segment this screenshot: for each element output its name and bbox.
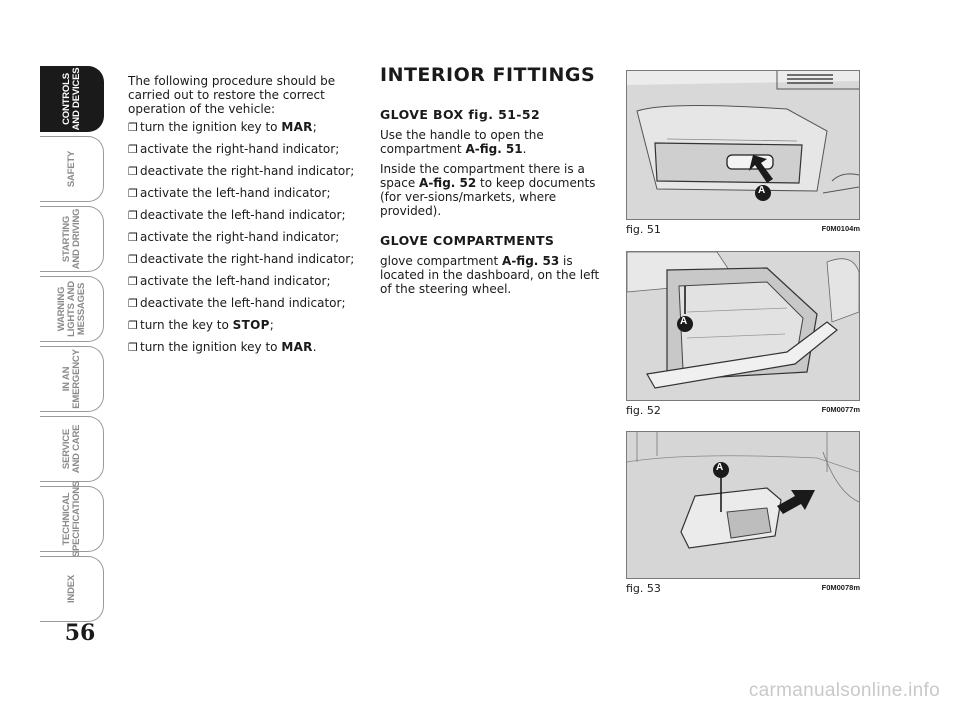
procedure-step: ❒activate the right-hand indicator; — [128, 142, 340, 156]
watermark: carmanualsonline.info — [748, 680, 940, 701]
procedure-step: ❒turn the ignition key to MAR. — [128, 340, 317, 354]
tab-controls-and-devices[interactable]: CONTROLS AND DEVICES — [40, 66, 104, 132]
tab-label: WARNING LIGHTS AND MESSAGES — [55, 281, 87, 337]
tab-label: SERVICE AND CARE — [60, 424, 82, 474]
procedure-step: ❒turn the ignition key to MAR; — [128, 120, 317, 134]
figure-53: A fig. 53 F0M0078m — [626, 431, 860, 596]
procedure-step: ❒activate the right-hand indicator; — [128, 230, 340, 244]
procedure-step: ❒activate the left-hand indicator; — [128, 186, 331, 200]
checkbox-bullet-icon: ❒ — [128, 319, 138, 332]
checkbox-bullet-icon: ❒ — [128, 121, 138, 134]
glove-box-heading: GLOVE BOX fig. 51-52 — [380, 107, 541, 122]
glove-box-closed-illustration: A — [626, 70, 860, 220]
figure-label: fig. 51 — [626, 223, 661, 236]
figure-label: fig. 53 — [626, 582, 661, 595]
procedure-steps: ❒turn the ignition key to MAR; ❒activate… — [128, 120, 354, 355]
glove-compartment-illustration: A — [626, 431, 860, 579]
tab-warning-lights-and-messages[interactable]: WARNING LIGHTS AND MESSAGES — [40, 276, 104, 342]
glove-compartments-heading: GLOVE COMPARTMENTS — [380, 233, 555, 248]
checkbox-bullet-icon: ❒ — [128, 275, 138, 288]
tab-technical-specifications[interactable]: TECHNICAL SPECIFICATIONS — [40, 481, 104, 557]
checkbox-bullet-icon: ❒ — [128, 341, 138, 354]
glove-box-paragraph-2: Inside the compartment there is a space … — [380, 162, 596, 218]
checkbox-bullet-icon: ❒ — [128, 297, 138, 310]
procedure-intro: The following procedure should be carrie… — [128, 74, 336, 116]
tab-in-an-emergency[interactable]: IN AN EMERGENCY — [40, 346, 104, 412]
procedure-column: The following procedure should be carrie… — [128, 74, 354, 362]
figure-reference: A-fig. 51 — [465, 142, 523, 156]
figure-51: A fig. 51 F0M0104m — [626, 70, 860, 237]
figure-reference: A-fig. 52 — [419, 176, 477, 190]
checkbox-bullet-icon: ❒ — [128, 187, 138, 200]
tab-label: CONTROLS AND DEVICES — [60, 67, 82, 131]
tab-index[interactable]: INDEX — [40, 556, 104, 622]
checkbox-bullet-icon: ❒ — [128, 165, 138, 178]
tab-label: TECHNICAL SPECIFICATIONS — [60, 480, 82, 558]
callout-a: A — [680, 316, 688, 327]
tab-starting-and-driving[interactable]: STARTING AND DRIVING — [40, 206, 104, 272]
tab-label: STARTING AND DRIVING — [60, 208, 82, 270]
interior-fittings-column: INTERIOR FITTINGS GLOVE BOX fig. 51-52 U… — [380, 64, 606, 302]
section-title: INTERIOR FITTINGS — [380, 64, 596, 86]
procedure-step: ❒activate the left-hand indicator; — [128, 274, 331, 288]
glove-box-paragraph-1: Use the handle to open the compartment A… — [380, 128, 544, 156]
figure-52: A fig. 52 F0M0077m — [626, 251, 860, 418]
tab-label: SAFETY — [65, 150, 77, 188]
tab-service-and-care[interactable]: SERVICE AND CARE — [40, 416, 104, 482]
figure-code: F0M0077m — [821, 405, 860, 414]
figure-reference: A-fig. 53 — [502, 254, 560, 268]
procedure-step: ❒deactivate the right-hand indicator; — [128, 252, 355, 266]
checkbox-bullet-icon: ❒ — [128, 253, 138, 266]
procedure-step: ❒deactivate the right-hand indicator; — [128, 164, 355, 178]
procedure-step: ❒turn the key to STOP; — [128, 318, 274, 332]
checkbox-bullet-icon: ❒ — [128, 231, 138, 244]
tab-label: INDEX — [65, 574, 77, 604]
tab-safety[interactable]: SAFETY — [40, 136, 104, 202]
figure-label: fig. 52 — [626, 404, 661, 417]
glove-box-open-illustration: A — [626, 251, 860, 401]
figure-code: F0M0078m — [821, 583, 860, 592]
tab-label: IN AN EMERGENCY — [60, 349, 82, 409]
procedure-step: ❒deactivate the left-hand indicator; — [128, 296, 346, 310]
checkbox-bullet-icon: ❒ — [128, 209, 138, 222]
glove-compartments-paragraph: glove compartment A-fig. 53 is located i… — [380, 254, 600, 296]
figure-code: F0M0104m — [821, 224, 860, 233]
callout-a: A — [716, 462, 724, 473]
procedure-step: ❒deactivate the left-hand indicator; — [128, 208, 346, 222]
checkbox-bullet-icon: ❒ — [128, 143, 138, 156]
callout-a: A — [758, 185, 766, 196]
page-number: 56 — [64, 620, 96, 646]
